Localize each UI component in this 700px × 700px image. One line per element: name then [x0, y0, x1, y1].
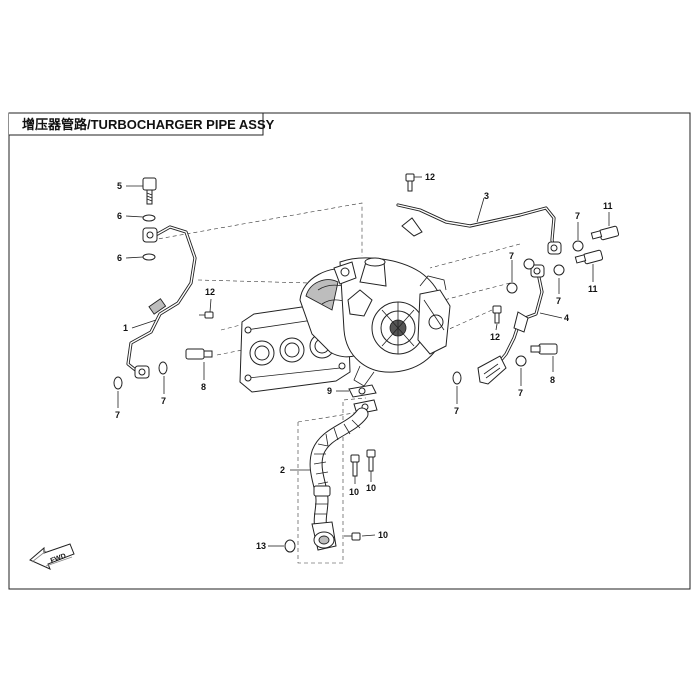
- bolt-part-8-right: [530, 343, 558, 355]
- callout-9: 9: [327, 386, 332, 396]
- coolant-pipe-part-4: [477, 264, 545, 385]
- callout-10-b: 10: [366, 483, 376, 493]
- diagram-frame: [8, 112, 691, 590]
- forward-arrow: FWD: [29, 543, 75, 570]
- bolt-part-10-b: [366, 449, 376, 472]
- o-ring-part-13: [284, 539, 296, 553]
- callout-10-c: 10: [378, 530, 388, 540]
- bolt-part-11-lower: [574, 249, 604, 265]
- oil-feed-pipe-part-1: [126, 225, 197, 379]
- callout-3: 3: [484, 191, 489, 201]
- callout-8-left: 8: [201, 382, 206, 392]
- callout-1: 1: [123, 323, 128, 333]
- callout-4: 4: [564, 313, 569, 323]
- washer-part-6-lower: [142, 253, 156, 261]
- callout-6-upper: 6: [117, 211, 122, 221]
- washer-part-7-right-e: [452, 371, 462, 385]
- callout-7-bottom-b: 7: [518, 388, 523, 398]
- washer-part-7-left-a: [113, 376, 123, 390]
- bolt-part-11-upper: [590, 225, 620, 241]
- callout-7-mid: 7: [556, 296, 561, 306]
- washer-part-7-right-c: [523, 258, 535, 270]
- gasket-part-9: [348, 384, 377, 398]
- washer-part-7-left-b: [158, 361, 168, 375]
- bolt-part-10-a: [350, 454, 360, 477]
- washer-part-7-right-a: [572, 240, 584, 252]
- callout-7-top-b: 7: [509, 251, 514, 261]
- bolt-part-12-top: [405, 173, 415, 192]
- callout-12-left: 12: [205, 287, 215, 297]
- washer-part-6-upper: [142, 214, 156, 222]
- banjo-bolt-part-5: [142, 177, 157, 205]
- leader-lines: [117, 176, 610, 547]
- callout-10-a: 10: [349, 487, 359, 497]
- coolant-pipe-part-3: [396, 203, 562, 255]
- washer-part-7-right-d: [553, 264, 565, 276]
- assembly-reference-lines: [151, 202, 521, 564]
- bolt-part-10-c: [344, 532, 361, 541]
- callout-12-right: 12: [490, 332, 500, 342]
- callout-7-top-a: 7: [575, 211, 580, 221]
- turbocharger-assembly: [239, 257, 451, 393]
- washer-part-7-right-b: [506, 282, 518, 294]
- washer-part-7-right-f: [515, 355, 527, 367]
- bolt-part-12-left: [199, 311, 214, 319]
- callout-2: 2: [280, 465, 285, 475]
- callout-11-upper: 11: [603, 201, 613, 211]
- bolt-part-12-right: [492, 305, 502, 324]
- callout-13: 13: [256, 541, 266, 551]
- callout-5: 5: [117, 181, 122, 191]
- callout-7-left-a: 7: [115, 410, 120, 420]
- callout-7-left-b: 7: [161, 396, 166, 406]
- callout-11-lower: 11: [588, 284, 598, 294]
- callout-7-bottom-a: 7: [454, 406, 459, 416]
- title-box: [9, 112, 264, 136]
- callout-6-lower: 6: [117, 253, 122, 263]
- bolt-part-8-left: [185, 348, 213, 360]
- diagram-title: 增压器管路/TURBOCHARGER PIPE ASSY: [22, 117, 275, 132]
- callout-8-right: 8: [550, 375, 555, 385]
- callout-labels: 1 2 3 4 5 6 6 7 7 7 7 7 7 7 8 8 9 10 10 …: [115, 172, 613, 551]
- callout-12-top: 12: [425, 172, 435, 182]
- oil-return-hose-part-2: [309, 399, 378, 551]
